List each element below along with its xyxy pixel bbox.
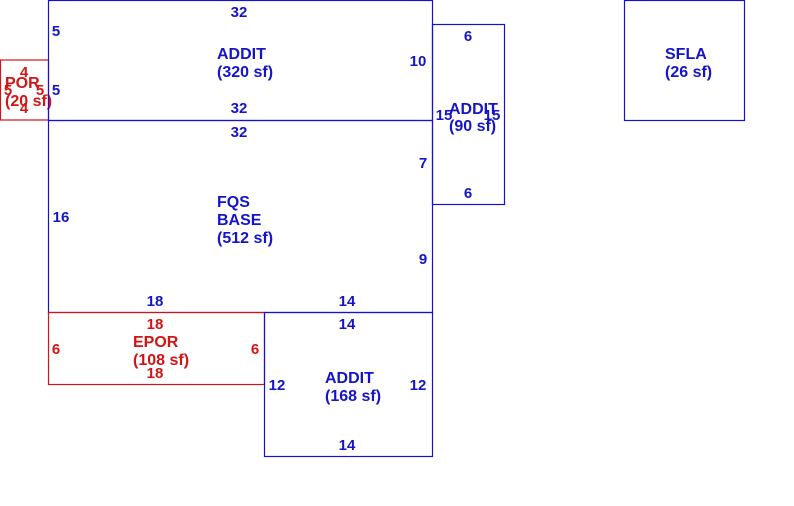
area-epor: 18 6 18 6 EPOR (108 sf) [47,311,266,386]
fqs-base-dim-left: 16 [53,209,70,226]
addit-top-label: ADDIT [217,46,266,63]
addit-right-label: ADDIT [449,101,498,118]
por-area: (20 sf) [5,93,52,110]
addit-bottom-dim-right: 12 [410,377,427,394]
fqs-base-area: (512 sf) [217,230,273,247]
addit-right-dim-right: 15 [484,107,501,124]
por-dim-top: 4 [20,64,29,81]
por-dim-left: 5 [4,82,12,99]
por-label: POR [5,75,40,92]
fqs-base-dim-right-lower: 9 [419,251,427,268]
area-fqs-base: 32 7 9 14 18 16 FQS BASE (512 sf) [47,119,434,314]
fqs-base-dim-top: 32 [231,124,248,141]
sfla-label: SFLA [665,46,707,63]
por-dim-right: 5 [36,82,44,99]
epor-label: EPOR [133,334,179,351]
area-sfla: SFLA (26 sf) [623,0,746,122]
addit-bottom-dim-bottom: 14 [339,437,356,454]
epor-dim-right: 6 [251,341,259,358]
addit-right-outline [431,23,506,206]
addit-right-dim-left: 15 [436,107,453,124]
area-addit-right: 6 15 6 15 ADDIT (90 sf) [431,23,506,206]
addit-top-dim-top: 32 [231,4,248,21]
addit-bottom-dim-top: 14 [339,316,356,333]
fqs-base-dim-bottom-left: 18 [147,293,164,310]
addit-right-dim-top: 6 [464,28,472,45]
addit-right-area: (90 sf) [449,118,496,135]
area-addit-top: 32 10 32 5 5 ADDIT (320 sf) [47,0,434,122]
addit-bottom-label: ADDIT [325,370,374,387]
sfla-area: (26 sf) [665,64,712,81]
sfla-outline [623,0,746,122]
addit-right-dim-bottom: 6 [464,185,472,202]
fqs-base-label-2: BASE [217,212,262,229]
epor-dim-left: 6 [52,341,60,358]
addit-top-dim-right: 10 [410,53,427,70]
addit-bottom-dim-left: 12 [269,377,286,394]
fqs-base-dim-right-upper: 7 [419,155,427,172]
fqs-base-dim-bottom-right: 14 [339,293,356,310]
addit-top-dim-bottom: 32 [231,100,248,117]
addit-top-area: (320 sf) [217,64,273,81]
epor-area: (108 sf) [133,352,189,369]
addit-top-dim-left-upper: 5 [52,23,60,40]
addit-top-dim-left-lower: 5 [52,82,60,99]
por-dim-bottom: 4 [20,100,29,117]
area-por: 4 5 5 4 POR (20 sf) [0,59,52,121]
epor-dim-bottom: 18 [147,365,164,382]
area-addit-bottom: 14 12 14 12 ADDIT (168 sf) [263,311,434,458]
fqs-base-label-1: FQS [217,194,250,211]
addit-bottom-outline [263,311,434,458]
epor-dim-top: 18 [147,316,164,333]
addit-bottom-area: (168 sf) [325,388,381,405]
